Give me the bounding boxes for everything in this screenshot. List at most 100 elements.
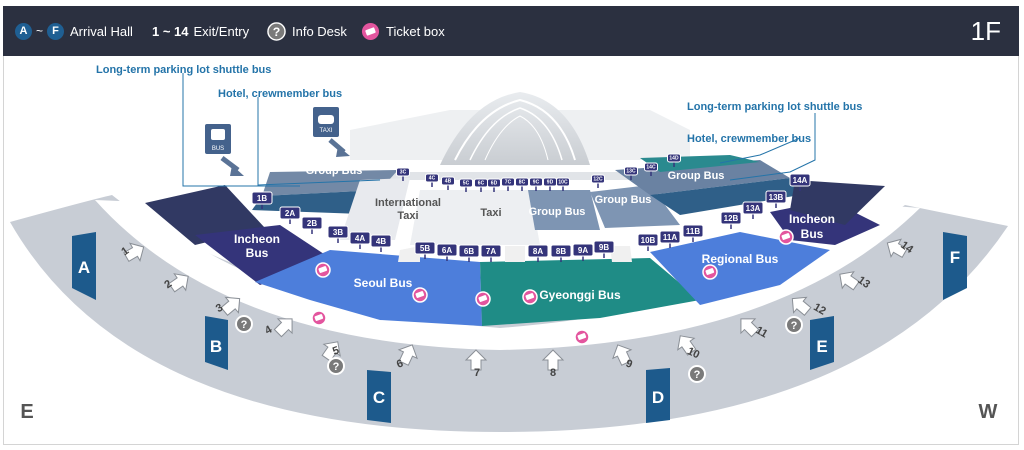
exit-6-label: 6 xyxy=(395,357,405,370)
bus-stop-label: 6A xyxy=(442,246,452,255)
bus-stop-label: 5B xyxy=(420,244,430,253)
exit-entry-label: Exit/Entry xyxy=(193,23,250,39)
exit-7-label: 7 xyxy=(474,367,480,379)
bus-stop-label: 9A xyxy=(578,246,588,255)
exit-markers: 1 2 3 4 5 6 7 8 9 10 11 12 13 14 xyxy=(119,238,916,379)
bus-stop-sign: 5C xyxy=(459,178,473,192)
ticket-box-icon xyxy=(475,291,491,307)
ticket-box-icon xyxy=(522,289,538,305)
bus-stop-sign: 13B xyxy=(765,190,787,208)
exit-3: 3 xyxy=(214,296,241,316)
regional-bus-label: Regional Bus xyxy=(702,252,779,266)
info-desk-icon: ? xyxy=(267,21,286,41)
arrival-hall-e: E xyxy=(816,337,827,356)
exit-12: 12 xyxy=(791,296,828,318)
bus-stop-label: 9C xyxy=(533,180,540,186)
exit-9: 9 xyxy=(612,344,634,371)
seoul-bus-label: Seoul Bus xyxy=(354,276,413,290)
bus-stop-label: 13B xyxy=(769,193,784,202)
bus-stop-label: 6D xyxy=(491,181,498,187)
bus-stop-label: 9B xyxy=(599,243,609,252)
terminal-building xyxy=(300,92,760,180)
bus-stop-label: 8C xyxy=(519,180,526,186)
bus-stop-label: 7C xyxy=(505,180,512,186)
bus-stop-label: 9D xyxy=(547,180,554,186)
exit-2-label: 2 xyxy=(162,278,174,291)
hotel-crew-label-left: Hotel, crewmember bus xyxy=(218,88,342,100)
arrival-hall-b: B xyxy=(210,337,222,356)
floor-label: 1F xyxy=(970,16,1001,46)
arrival-hall-d: D xyxy=(652,388,664,407)
bus-stop-label: 5C xyxy=(463,181,470,187)
ticket-box-icon xyxy=(361,22,380,40)
group-bus-label-mid2: Group Bus xyxy=(595,194,652,206)
ticket-box-icon xyxy=(315,262,331,278)
bus-stop-label: 4A xyxy=(355,234,365,243)
legend-ticket-box: Ticket box xyxy=(361,6,445,56)
group-bus-label-left: Group Bus xyxy=(306,165,363,177)
info-desk-icon: ? xyxy=(785,316,803,334)
bus-stop-label: 3C xyxy=(400,170,407,176)
bus-stop-sign: 9B xyxy=(593,240,615,258)
group-bus-area-mid1 xyxy=(528,190,600,230)
bus-stop-sign: 8C xyxy=(515,177,529,191)
bus-stop-sign: 14D xyxy=(667,153,681,167)
bus-stop-label: 8B xyxy=(556,247,566,256)
exit-range: 1 ~ 14 xyxy=(152,23,189,39)
inner-corridor xyxy=(95,200,920,350)
svg-text:?: ? xyxy=(273,24,281,38)
info-desk-icon: ? xyxy=(327,357,345,375)
bus-stop-label: 10C xyxy=(558,180,568,186)
bus-stop-sign: 6C xyxy=(474,178,488,192)
bus-stop-label: 14C xyxy=(646,165,656,171)
ticket-box-icon xyxy=(702,264,718,280)
bus-stop-sign: 5B xyxy=(414,241,436,259)
ticket-box-icon xyxy=(778,229,794,245)
bus-stop-label: 14A xyxy=(793,176,808,185)
regional-bus-zone xyxy=(650,232,830,305)
ticket-box-icon xyxy=(311,310,327,326)
exit-12-label: 12 xyxy=(811,301,828,318)
taxi-area xyxy=(410,190,540,245)
bus-stop-sign: 14A xyxy=(789,173,811,191)
bus-stop-label: 2A xyxy=(285,209,295,218)
svg-text:?: ? xyxy=(333,361,340,373)
bus-zones xyxy=(145,180,885,326)
bus-sign-label: BUS xyxy=(212,146,224,152)
legend-info-desk: ? Info Desk xyxy=(267,6,347,56)
bus-stop-label: 6B xyxy=(464,247,474,256)
exit-6: 6 xyxy=(395,344,418,371)
exit-4: 4 xyxy=(263,318,293,338)
bus-stop-sign: 11A xyxy=(659,230,681,248)
bus-stop-label: 13C xyxy=(626,169,636,175)
svg-text:?: ? xyxy=(791,320,798,332)
gate-badge: A xyxy=(15,22,32,40)
ticket-box-label: Ticket box xyxy=(386,23,445,39)
exit-10-label: 10 xyxy=(685,345,701,361)
bus-stop-label: 6C xyxy=(478,181,485,187)
bus-stop-sign: 6A xyxy=(436,243,458,261)
parking-areas xyxy=(252,155,800,245)
bus-stop-label: 4C xyxy=(429,176,436,182)
bus-stop-label: 7A xyxy=(486,247,496,256)
intl-taxi-label-1: International xyxy=(375,197,441,209)
exit-9-label: 9 xyxy=(624,357,634,370)
bus-stop-sign: 7A xyxy=(480,244,502,262)
bus-stop-label: 11B xyxy=(686,227,700,236)
exit-8-label: 8 xyxy=(550,367,556,379)
compass-west: W xyxy=(979,401,998,423)
bus-stop-sign: 2A xyxy=(279,206,301,224)
parking-shuttle-label-right: Long-term parking lot shuttle bus xyxy=(687,101,862,113)
bus-stop-label: 2B xyxy=(307,219,317,228)
bus-stop-sign: 8B xyxy=(550,244,572,262)
incheon-bus-area-left-back xyxy=(145,185,265,245)
bus-stop-sign: 14C xyxy=(644,162,658,176)
bus-stop-sign: 4B xyxy=(370,234,392,252)
gyeonggi-bus-zone xyxy=(480,258,700,326)
incheon-bus-label-right-1: Incheon xyxy=(789,212,835,226)
bus-stop-sign: 3C xyxy=(396,167,410,181)
bus-stop-sign: 6D xyxy=(487,178,501,192)
arrival-hall-f: F xyxy=(950,248,960,267)
